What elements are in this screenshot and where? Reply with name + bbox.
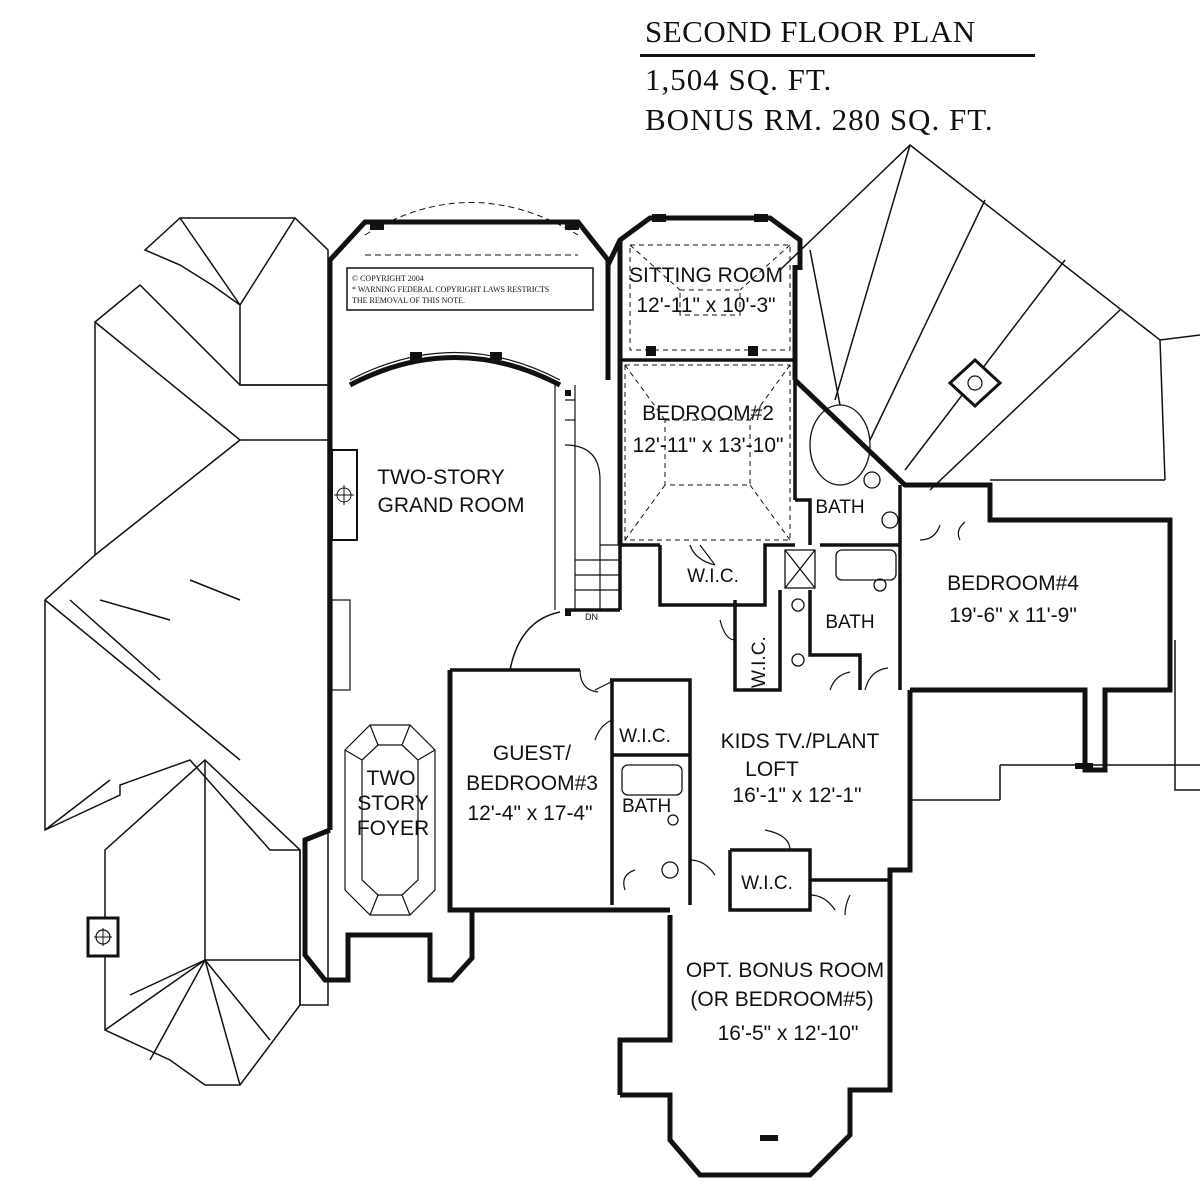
fixtures xyxy=(621,404,899,879)
room-wic1: W.I.C. xyxy=(687,566,739,587)
foyer-ceiling xyxy=(344,724,436,916)
grand-room-arch xyxy=(348,355,562,388)
room-loft-line1: KIDS TV./PLANT xyxy=(721,730,880,753)
balcony-arc xyxy=(364,202,579,236)
tray-ceiling xyxy=(624,244,791,541)
staircase xyxy=(509,385,620,671)
room-bedroom4-dims: 19'-6" x 11'-9" xyxy=(949,604,1077,627)
room-wic3: W.I.C. xyxy=(619,726,671,747)
room-bedroom4-name: BEDROOM#4 xyxy=(947,572,1079,595)
note-line-3: THE REMOVAL OF THIS NOTE. xyxy=(352,296,465,305)
copyright-note: © COPYRIGHT 2004 * WARNING FEDERAL COPYR… xyxy=(346,267,594,311)
note-line-1: © COPYRIGHT 2004 xyxy=(352,274,424,283)
stair-label: DN xyxy=(585,612,598,622)
room-wic2: W.I.C. xyxy=(749,636,770,688)
title-underline xyxy=(640,54,1035,57)
room-bonus-line1: OPT. BONUS ROOM xyxy=(686,959,884,982)
door-swings xyxy=(579,521,966,916)
room-bath3: BATH xyxy=(622,796,671,817)
room-bonus-line2: (OR BEDROOM#5) xyxy=(690,988,873,1011)
room-wic4: W.I.C. xyxy=(741,873,793,894)
room-bath2: BATH xyxy=(825,612,874,633)
room-loft-dims: 16'-1" x 12'-1" xyxy=(732,784,861,807)
room-guest-line2: BEDROOM#3 xyxy=(466,772,598,795)
room-loft-line2: LOFT xyxy=(745,758,799,781)
roof-vent-right xyxy=(947,357,1003,409)
fireplace xyxy=(331,449,358,691)
roof-vent-left xyxy=(86,916,120,958)
bonus-area: BONUS RM. 280 SQ. FT. xyxy=(645,102,994,137)
room-bedroom2-name: BEDROOM#2 xyxy=(642,402,774,425)
room-bedroom2-dims: 12'-11" x 13'-10" xyxy=(633,434,784,457)
room-grand-line1: TWO-STORY xyxy=(377,466,505,489)
room-sitting-name: SITTING ROOM xyxy=(629,264,783,287)
note-line-2: * WARNING FEDERAL COPYRIGHT LAWS RESTRIC… xyxy=(352,285,549,294)
room-grand-line2: GRAND ROOM xyxy=(378,494,525,517)
room-foyer-line1: TWO xyxy=(367,767,416,790)
roof-left xyxy=(44,217,329,1086)
window-marks xyxy=(370,214,1093,1141)
room-foyer-line3: FOYER xyxy=(357,817,429,840)
room-bath1: BATH xyxy=(815,497,864,518)
room-foyer-line2: STORY xyxy=(357,792,429,815)
interior-walls xyxy=(450,358,902,912)
room-bonus-dims: 16'-5" x 12'-10" xyxy=(718,1022,859,1045)
floor-area: 1,504 SQ. FT. xyxy=(645,62,833,97)
exterior-walls xyxy=(302,215,1173,1178)
plan-title: SECOND FLOOR PLAN xyxy=(645,14,976,49)
room-sitting-dims: 12'-11" x 10'-3" xyxy=(636,294,775,317)
room-guest-line1: GUEST/ xyxy=(493,742,571,765)
room-guest-dims: 12'-4" x 17-4" xyxy=(467,802,592,825)
